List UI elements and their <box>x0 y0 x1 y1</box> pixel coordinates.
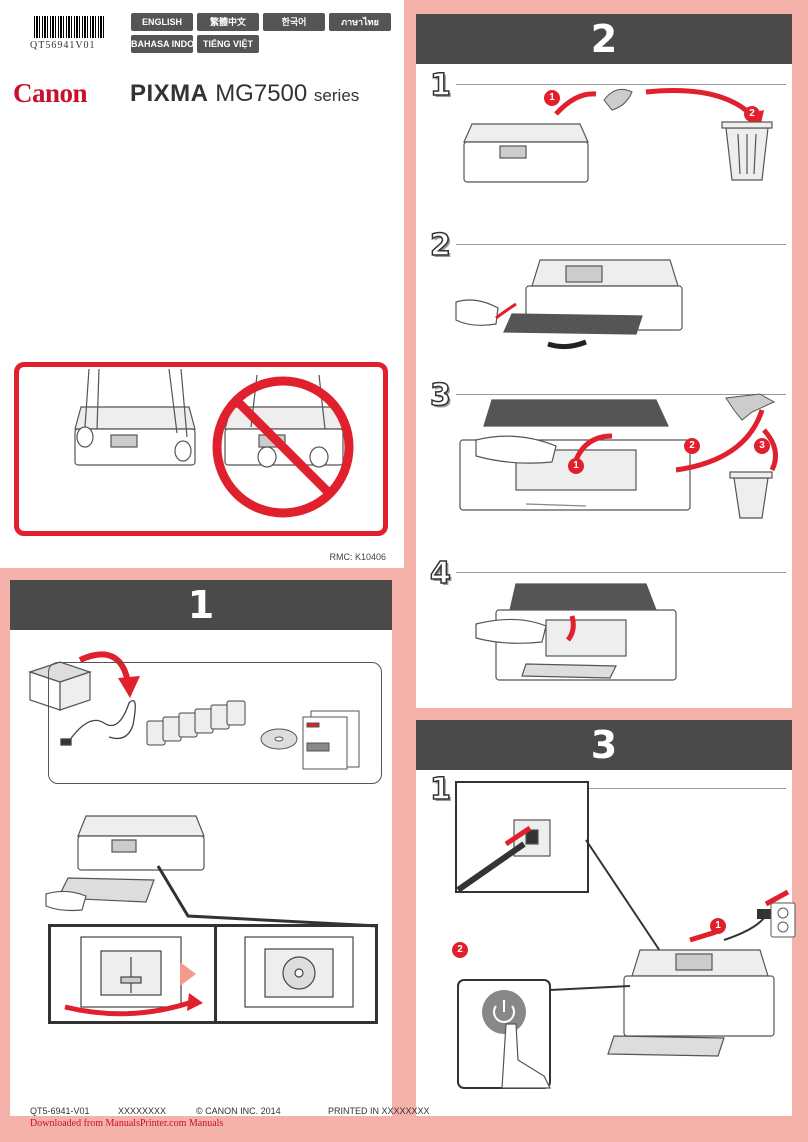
lift-arrow-icon <box>573 433 613 462</box>
contents-illustration <box>60 699 360 770</box>
tray-before-illustration <box>64 936 203 1017</box>
rmc-code: RMC: K10406 <box>329 552 386 562</box>
badge-2: 2 <box>684 438 700 454</box>
plug-arrow-left-icon <box>689 929 717 943</box>
step-divider <box>456 394 786 395</box>
product-model: MG7500 <box>215 80 308 107</box>
lang-traditional-chinese[interactable]: 繁體中文 <box>197 13 259 31</box>
section-3-panel: 3 1 <box>416 720 796 1116</box>
printer-front-icon <box>503 259 683 335</box>
cable-icon <box>456 841 526 893</box>
rotate-arrow-icon <box>64 998 196 1017</box>
pull-arrow-icon <box>495 302 517 320</box>
remove-tape-illustration <box>463 88 773 183</box>
badge-1: 1 <box>544 90 560 106</box>
printer-icon <box>607 949 775 1057</box>
lang-thai[interactable]: ภาษาไทย <box>329 13 391 31</box>
cassette-icon <box>80 936 182 1008</box>
brand-logo: Canon <box>13 78 88 108</box>
trash-can-icon <box>729 471 773 519</box>
badge-2: 2 <box>744 106 760 122</box>
peel-arrow-icon <box>554 91 597 116</box>
package-box-icon <box>28 661 92 711</box>
section-1-header: 1 <box>10 580 392 630</box>
power-connect-illustration <box>455 781 790 1089</box>
trash-can-icon <box>721 121 773 181</box>
remove-protective-material-illustration <box>459 393 779 519</box>
lang-indonesian[interactable]: BAHASA INDONESIA <box>131 35 193 53</box>
wall-outlet-icon <box>770 902 796 938</box>
section-3-step-1-number: 1 <box>429 771 451 808</box>
hand-icon <box>475 618 547 644</box>
cover-panel: QT56941V01 ENGLISH 繁體中文 한국어 ภาษาไทย BAHA… <box>0 0 404 568</box>
badge-2: 2 <box>452 942 468 958</box>
footer-placeholder: XXXXXXXX <box>118 1106 167 1116</box>
insert-arrow-icon <box>504 825 532 847</box>
setup-cd-icon <box>260 728 298 750</box>
printer-open-tray-icon <box>45 815 205 912</box>
plug-arrow-right-icon <box>764 889 790 907</box>
power-button-icon <box>482 990 526 1034</box>
step-divider <box>456 572 786 573</box>
hand-icon <box>455 299 499 326</box>
paper-tray-illustration <box>45 815 379 928</box>
step-divider <box>456 244 786 245</box>
product-series: series <box>313 86 360 105</box>
prohibited-icon <box>212 376 354 518</box>
section-1-panel: 1 <box>10 580 392 1116</box>
product-main: PIXMA <box>130 80 209 107</box>
carrying-warning-box <box>14 362 388 536</box>
power-cord-icon <box>60 699 136 746</box>
step-divider <box>456 84 786 85</box>
tray-detail-box <box>48 924 378 1024</box>
tray-divider <box>214 927 217 1021</box>
barcode-text: QT56941V01 <box>30 40 96 51</box>
lang-english[interactable]: ENGLISH <box>131 13 193 31</box>
cassette-rotated-icon <box>244 936 354 1008</box>
protective-material-icon <box>725 393 776 421</box>
discard-arrow-icon <box>645 88 758 122</box>
section-3-header: 3 <box>416 720 792 770</box>
badge-3: 3 <box>754 438 770 454</box>
printer-closed-icon <box>463 123 589 183</box>
footer-printed: PRINTED IN XXXXXXXX <box>328 1106 430 1116</box>
box-open-illustration <box>28 651 140 711</box>
tape-icon <box>603 88 633 111</box>
close-cover-illustration <box>475 583 677 681</box>
lang-vietnamese[interactable]: TIẾNG VIỆT <box>197 35 259 53</box>
lang-korean[interactable]: 한국어 <box>263 13 325 31</box>
section-2-step-4-number: 4 <box>429 555 451 592</box>
finger-icon <box>501 1023 551 1089</box>
open-tray-illustration <box>455 259 683 350</box>
section-2-header: 2 <box>416 14 792 64</box>
next-arrow-icon <box>180 962 196 986</box>
product-name: PIXMA MG7500 series <box>130 80 359 108</box>
manuals-icon <box>302 710 360 770</box>
box-contents <box>48 662 382 784</box>
badge-1: 1 <box>568 458 584 474</box>
download-link[interactable]: Downloaded from ManualsPrinter.com Manua… <box>30 1118 224 1129</box>
unpack-arrow-icon <box>78 651 131 683</box>
power-cord-plug-icon <box>723 909 771 941</box>
section-2-step-3-number: 3 <box>429 377 451 414</box>
section-2-panel: 2 1 1 2 2 3 <box>416 14 792 708</box>
section-2-step-1-number: 1 <box>429 67 451 104</box>
close-arrow-icon <box>565 615 576 642</box>
discard-arrow-icon <box>762 428 779 472</box>
footer-copyright: © CANON INC. 2014 <box>196 1106 281 1116</box>
language-list: ENGLISH 繁體中文 한국어 ภาษาไทย BAHASA INDONESI… <box>131 13 391 53</box>
step-divider <box>456 788 786 789</box>
hand-icon <box>475 435 557 464</box>
carrying-illustration <box>74 368 354 518</box>
section-2-step-2-number: 2 <box>429 227 451 264</box>
barcode <box>34 16 104 38</box>
tray-after-illustration <box>244 936 354 1008</box>
badge-1: 1 <box>710 918 726 934</box>
footer-code: QT5-6941-V01 <box>30 1106 90 1116</box>
ink-tanks-icon <box>146 700 246 746</box>
remove-arrow-icon <box>675 409 765 473</box>
printer-carried-icon <box>74 368 196 466</box>
